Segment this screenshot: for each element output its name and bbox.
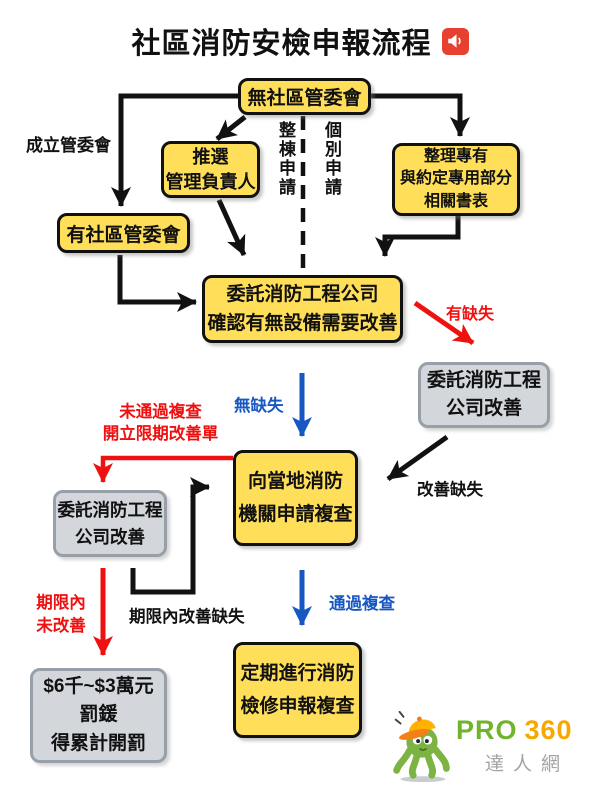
arrow-elect-to-check [216, 198, 247, 257]
edge-label-has-defect: 有缺失 [446, 306, 495, 323]
arrow-has-defect [413, 300, 475, 346]
edge-label-whole-building: 整棟申請 [276, 121, 295, 197]
node-no-committee: 無社區管委會 [238, 78, 371, 115]
node-hire-company-check-label: 委託消防工程公司 確認有無設備需要改善 [207, 283, 398, 334]
node-company-improve-right-label: 委託消防工程 公司改善 [426, 369, 541, 420]
arrow-fail-reinspection [93, 455, 233, 483]
node-has-committee-label: 有社區管委會 [66, 224, 181, 246]
edge-label-individual: 個別申請 [322, 121, 341, 197]
arrow-improved-loop [130, 477, 210, 595]
node-company-improve-right: 委託消防工程 公司改善 [418, 362, 550, 428]
logo-brand-number: 360 [524, 714, 573, 745]
arrow-to-elect-manager [215, 115, 247, 141]
megaphone-icon [441, 27, 469, 55]
node-penalty-label: $6千~$3萬元 罰鍰 得累計開罰 [43, 675, 154, 754]
octopus-mascot-icon [393, 710, 450, 783]
node-no-committee-label: 無社區管委會 [247, 88, 362, 109]
node-company-improve-left: 委託消防工程 公司改善 [53, 490, 167, 557]
page-title: 社區消防安檢申報流程 [131, 28, 432, 60]
edge-label-fail-reinspection: 未通過複查 開立限期改善單 [102, 403, 219, 443]
arrow-docs-to-check [375, 216, 461, 257]
edge-label-overdue: 期限內 未改善 [36, 594, 86, 635]
node-prepare-docs: 整理專有 與約定專用部分 相關書表 [392, 143, 520, 216]
arrow-improve-defect [386, 434, 449, 482]
title-row: 社區消防安檢申報流程 [0, 20, 600, 62]
node-elect-manager: 推選 管理負責人 [161, 141, 260, 198]
logo-brand: PRO [456, 714, 518, 745]
node-apply-reinspection: 向當地消防 機關申請複查 [233, 450, 358, 546]
node-penalty: $6千~$3萬元 罰鍰 得累計開罰 [30, 668, 167, 763]
logo-subtitle: 達人網 [485, 753, 570, 775]
node-company-improve-left-label: 委託消防工程 公司改善 [57, 500, 163, 547]
node-elect-manager-label: 推選 管理負責人 [165, 147, 256, 192]
node-apply-reinspection-label: 向當地消防 機關申請複查 [238, 470, 353, 525]
node-periodic-inspection-label: 定期進行消防 檢修申報複查 [240, 662, 355, 717]
node-prepare-docs-label: 整理專有 與約定專用部分 相關書表 [399, 147, 512, 210]
edge-label-improve-defect: 改善缺失 [417, 481, 483, 499]
edge-label-pass-reinspection: 通過複查 [329, 595, 395, 613]
edge-label-improved-in-time: 期限內改善缺失 [129, 608, 245, 626]
edge-label-no-defect: 無缺失 [234, 397, 284, 415]
node-periodic-inspection: 定期進行消防 檢修申報複查 [233, 642, 362, 738]
arrow-establish-committee [111, 93, 238, 207]
edge-label-establish-committee: 成立管委會 [26, 136, 111, 155]
node-has-committee: 有社區管委會 [57, 213, 190, 253]
arrow-committee-to-check [117, 255, 197, 312]
node-hire-company-check: 委託消防工程公司 確認有無設備需要改善 [202, 275, 403, 343]
arrow-to-prepare-docs [371, 93, 470, 137]
